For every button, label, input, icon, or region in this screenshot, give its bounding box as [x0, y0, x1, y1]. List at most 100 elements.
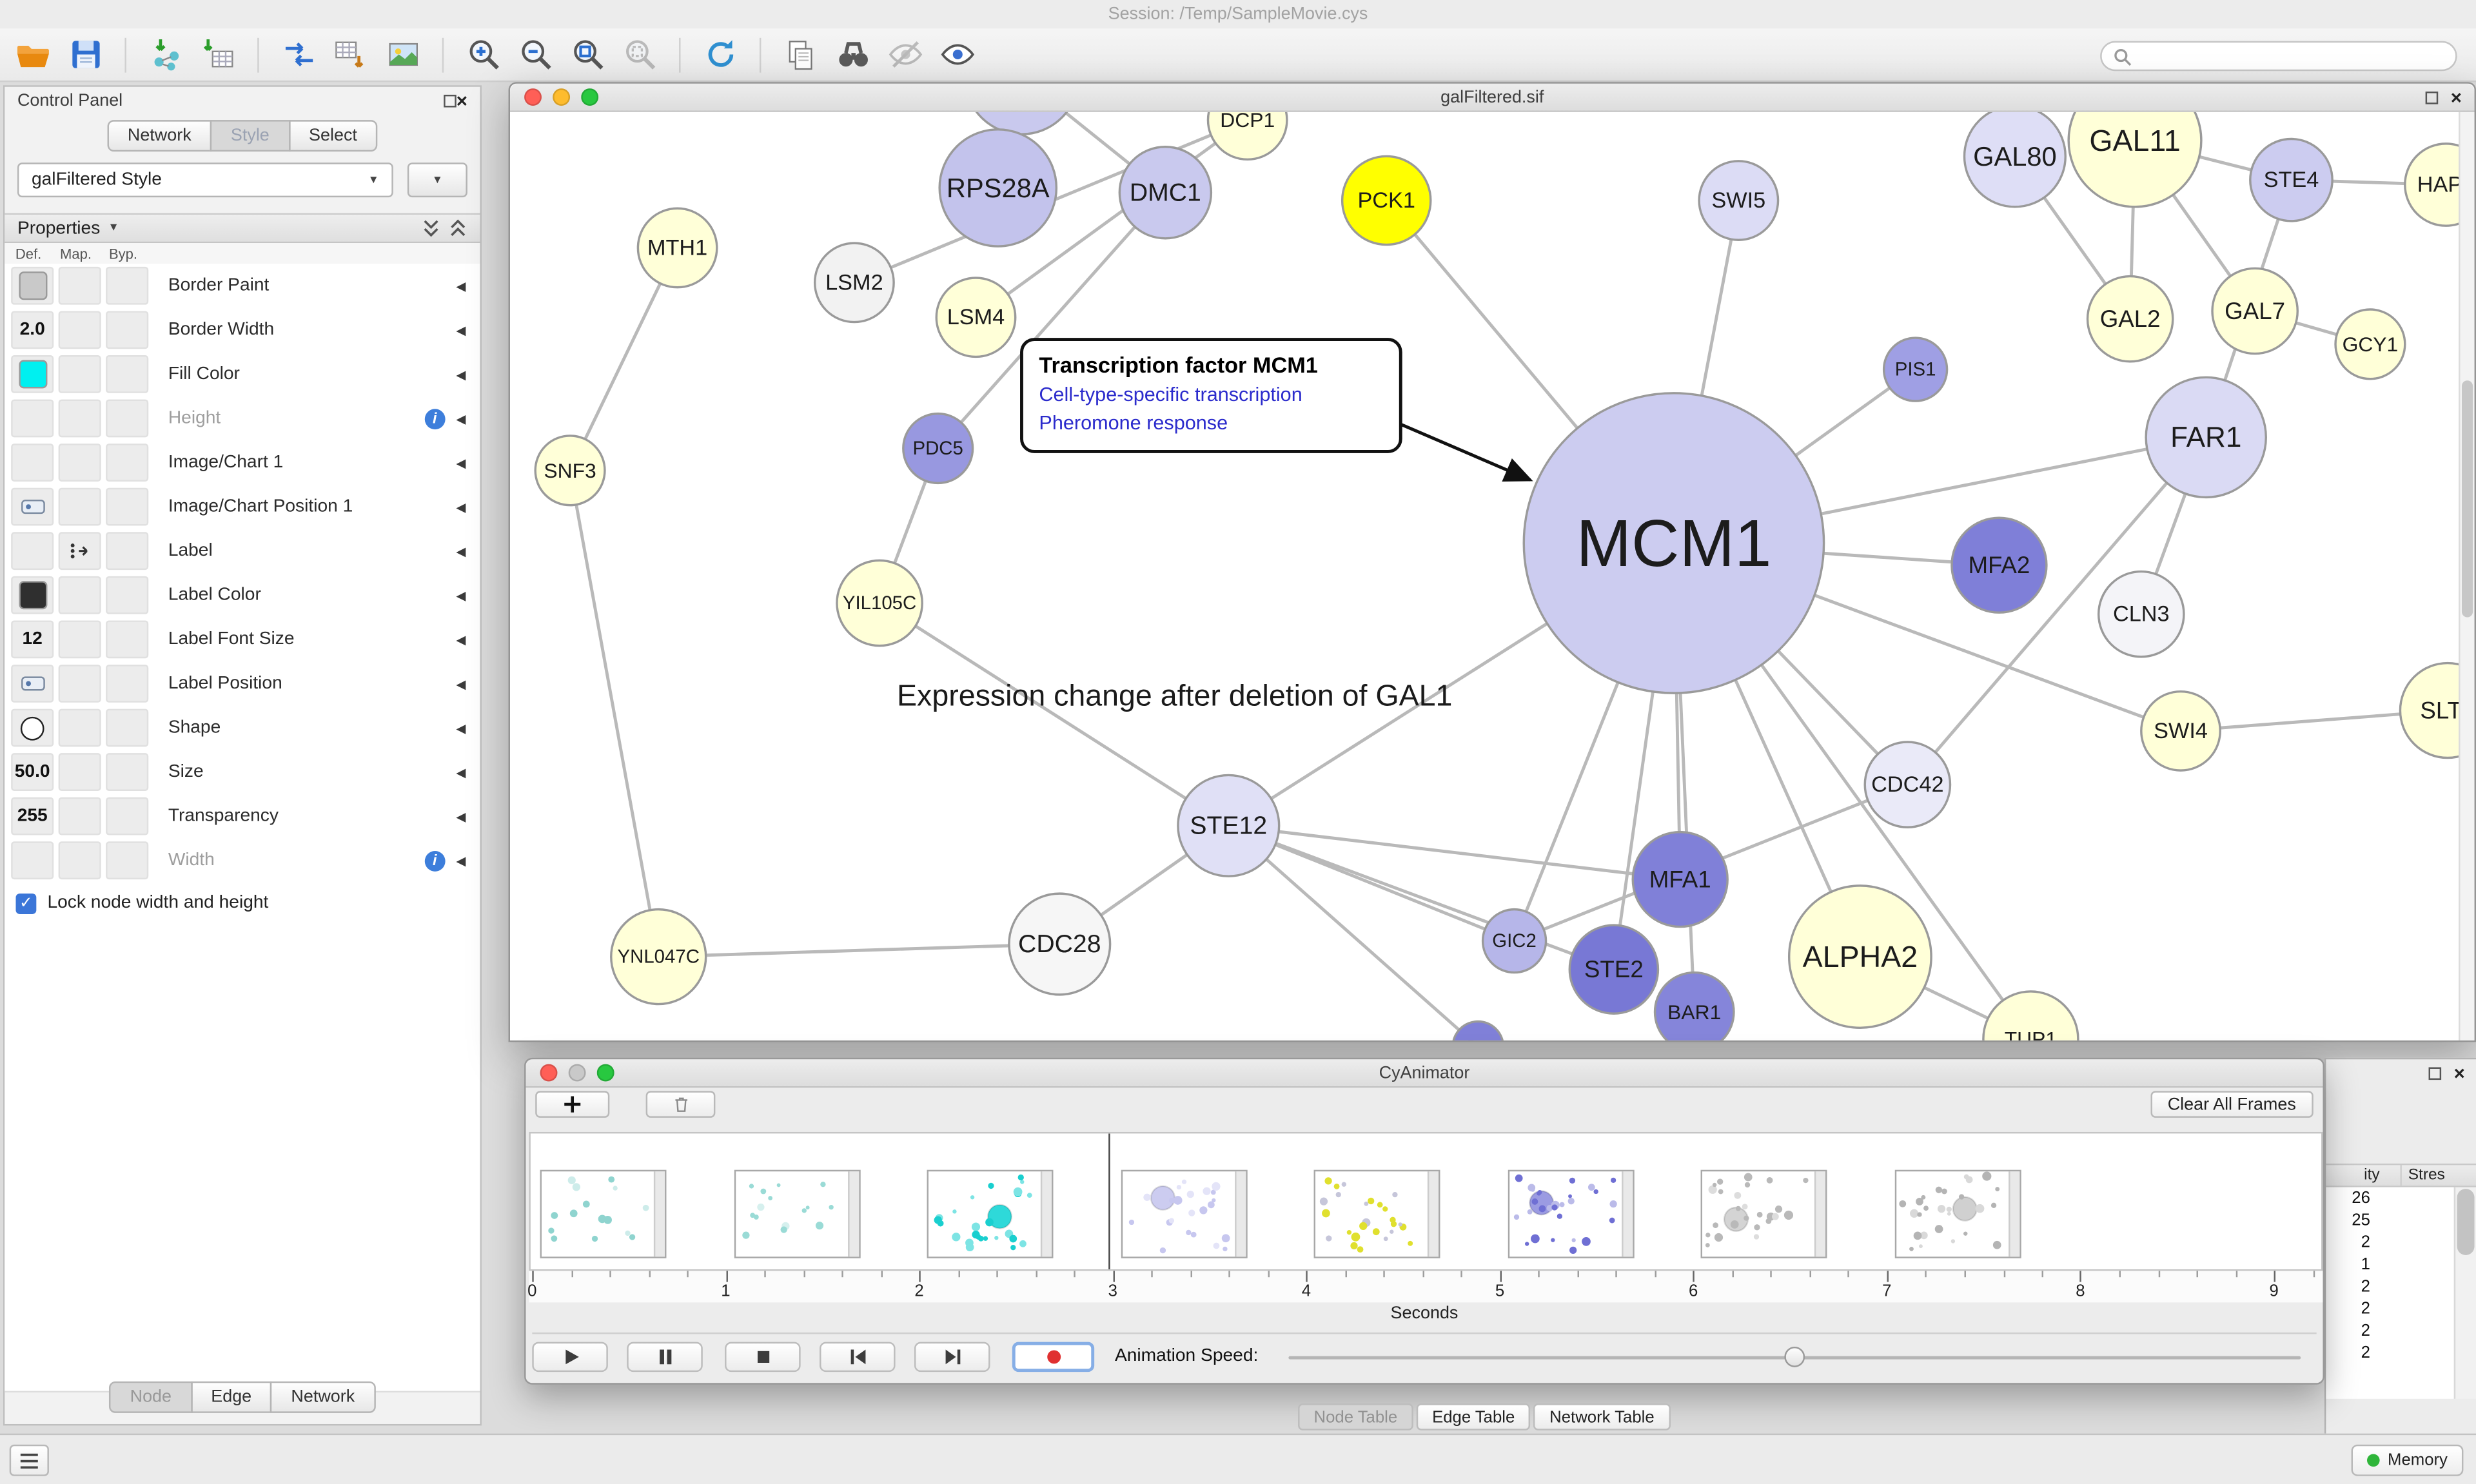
find-icon[interactable] — [832, 34, 874, 75]
style-select[interactable]: galFiltered Style ▼ — [17, 162, 393, 198]
property-def-cell[interactable]: 255 — [11, 797, 54, 835]
expand-row-icon[interactable]: ◀ — [456, 500, 466, 514]
node-dcp1[interactable]: DCP1 — [1206, 112, 1288, 161]
frame-thumbnail-7[interactable] — [1894, 1169, 2021, 1258]
node-snf3[interactable]: SNF3 — [534, 434, 606, 507]
property-byp-cell[interactable] — [106, 355, 149, 393]
scrollbar-thumb[interactable] — [2457, 1189, 2475, 1255]
table-row[interactable]: 2 — [2326, 1320, 2453, 1342]
property-def-cell[interactable] — [11, 355, 54, 393]
expand-row-icon[interactable]: ◀ — [456, 411, 466, 426]
tab-edge-table[interactable]: Edge Table — [1416, 1403, 1531, 1430]
expand-row-icon[interactable]: ◀ — [456, 455, 466, 470]
scrollbar-thumb[interactable] — [2461, 380, 2473, 618]
property-byp-cell[interactable] — [106, 266, 149, 305]
collapse-all-icon[interactable] — [449, 218, 467, 239]
network-window-titlebar[interactable]: galFiltered.sif × — [510, 83, 2475, 112]
expand-row-icon[interactable]: ◀ — [456, 322, 466, 337]
expand-row-icon[interactable]: ◀ — [456, 765, 466, 779]
node-rps28a[interactable]: RPS28A — [938, 128, 1058, 248]
close-window-button[interactable] — [524, 88, 542, 106]
node-pcut[interactable] — [1452, 1020, 1504, 1040]
lock-size-checkbox[interactable]: ✓ — [15, 892, 37, 913]
table-row[interactable]: 26 — [2326, 1187, 2453, 1209]
properties-header[interactable]: Properties ▼ — [5, 213, 480, 244]
node-far1[interactable]: FAR1 — [2145, 376, 2268, 499]
animation-speed-slider[interactable] — [1288, 1342, 2301, 1372]
expand-row-icon[interactable]: ◀ — [456, 676, 466, 691]
expand-row-icon[interactable]: ◀ — [456, 632, 466, 647]
expand-row-icon[interactable]: ◀ — [456, 720, 466, 736]
frame-thumbnail-1[interactable] — [733, 1169, 860, 1258]
property-def-cell[interactable] — [11, 841, 54, 880]
property-def-cell[interactable]: 12 — [11, 620, 54, 659]
property-def-cell[interactable] — [11, 576, 54, 614]
node-tup1[interactable]: TUP1 — [1982, 990, 2079, 1040]
property-def-cell[interactable] — [11, 532, 54, 571]
pause-button[interactable] — [627, 1342, 703, 1372]
tab-edge[interactable]: Edge — [190, 1381, 273, 1413]
stop-button[interactable] — [725, 1342, 801, 1372]
node-bar1[interactable]: BAR1 — [1653, 971, 1735, 1040]
expand-row-icon[interactable]: ◀ — [456, 853, 466, 868]
edge-STE12-MFA1[interactable] — [1228, 824, 1681, 881]
record-button[interactable] — [1012, 1342, 1095, 1372]
node-gcy1[interactable]: GCY1 — [2334, 308, 2406, 380]
minimize-window-button[interactable] — [553, 88, 571, 106]
property-map-cell[interactable] — [58, 266, 101, 305]
import-network-icon[interactable] — [145, 34, 186, 75]
table-column-header[interactable]: Stres — [2408, 1166, 2445, 1184]
property-def-cell[interactable] — [11, 708, 54, 747]
property-def-cell[interactable] — [11, 266, 54, 305]
edge-FAR1-CDC42[interactable] — [1906, 436, 2208, 786]
clear-all-frames-button[interactable]: Clear All Frames — [2150, 1091, 2314, 1118]
expand-row-icon[interactable]: ◀ — [456, 588, 466, 603]
expand-row-icon[interactable]: ◀ — [456, 367, 466, 382]
node-pck1[interactable]: PCK1 — [1341, 155, 1432, 246]
property-def-cell[interactable] — [11, 487, 54, 526]
minimize-window-button[interactable] — [568, 1064, 586, 1082]
zoom-window-button[interactable] — [581, 88, 599, 106]
close-window-icon[interactable]: × — [2450, 86, 2462, 109]
edge-CDC28-YNL047C[interactable] — [658, 942, 1060, 959]
zoom-out-icon[interactable] — [515, 34, 556, 75]
node-alpha2[interactable]: ALPHA2 — [1787, 884, 1932, 1030]
table-row[interactable]: 2 — [2326, 1276, 2453, 1298]
frame-thumbnail-4[interactable] — [1314, 1169, 1441, 1258]
zoom-fit-icon[interactable] — [567, 34, 608, 75]
property-map-cell[interactable] — [58, 355, 101, 393]
property-byp-cell[interactable] — [106, 620, 149, 659]
node-mth1[interactable]: MTH1 — [636, 207, 718, 289]
property-byp-cell[interactable] — [106, 576, 149, 614]
search-input[interactable] — [2100, 41, 2457, 72]
zoom-selected-icon[interactable] — [619, 34, 660, 75]
close-window-button[interactable] — [540, 1064, 558, 1082]
property-map-cell[interactable] — [58, 311, 101, 349]
table-vertical-scrollbar[interactable] — [2453, 1187, 2476, 1399]
style-options-button[interactable]: ▼ — [407, 162, 467, 198]
property-byp-cell[interactable] — [106, 487, 149, 526]
save-session-icon[interactable] — [64, 34, 106, 75]
frame-thumbnail-3[interactable] — [1120, 1169, 1247, 1258]
node-dmc1[interactable]: DMC1 — [1118, 146, 1213, 240]
property-def-cell[interactable]: 50.0 — [11, 753, 54, 791]
edge-DCP1-LSM4[interactable] — [975, 119, 1249, 319]
edge-SNF3-YNL047C[interactable] — [568, 470, 660, 957]
export-image-icon[interactable] — [382, 34, 424, 75]
property-byp-cell[interactable] — [106, 753, 149, 791]
expand-row-icon[interactable]: ◀ — [456, 543, 466, 558]
node-ynl047c[interactable]: YNL047C — [610, 908, 707, 1006]
node-ste12[interactable]: STE12 — [1177, 774, 1281, 877]
add-frame-button[interactable] — [535, 1091, 610, 1118]
property-def-cell[interactable] — [11, 399, 54, 438]
edge-STE12-YIL105C[interactable] — [878, 601, 1230, 827]
close-panel-icon[interactable]: × — [456, 90, 467, 112]
tab-network-table[interactable]: Network Table — [1533, 1403, 1671, 1430]
expand-row-icon[interactable]: ◀ — [456, 278, 466, 293]
edge-DMC1-PDC5[interactable] — [936, 191, 1167, 450]
tab-network[interactable]: Network — [107, 120, 212, 152]
edge-STE12-PCUT[interactable] — [1227, 824, 1478, 1040]
slider-thumb[interactable] — [1784, 1346, 1805, 1367]
refresh-layout-icon[interactable] — [700, 34, 741, 75]
